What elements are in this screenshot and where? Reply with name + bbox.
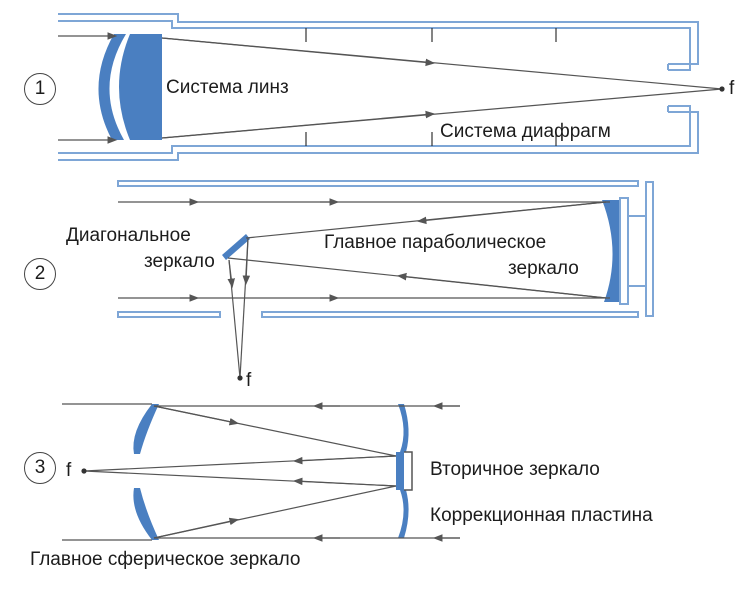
- label-focus-2: f: [246, 370, 252, 391]
- label-primary-parabolic-line1: Главное параболическое: [324, 232, 547, 253]
- corrector-plate-top: [398, 404, 409, 452]
- label-diagonal-mirror-line1: Диагональное: [66, 225, 191, 246]
- diagram-number-3: 3: [24, 452, 56, 484]
- diaphragms: [305, 28, 557, 146]
- label-focus-3: f: [66, 460, 72, 481]
- secondary-mirror: [396, 451, 413, 491]
- refractor-tube: [58, 13, 699, 161]
- newtonian-rays: [118, 198, 610, 379]
- label-primary-spherical: Главное сферическое зеркало: [30, 549, 301, 570]
- refractor-rays: [58, 32, 723, 144]
- label-primary-parabolic-line2: зеркало: [508, 258, 579, 279]
- label-lens-system: Система линз: [166, 77, 289, 98]
- label-secondary-mirror: Вторичное зеркало: [430, 459, 600, 480]
- lens-system: [98, 34, 162, 140]
- label-diaphragm-system: Система диафрагм: [440, 121, 611, 142]
- parabolic-mirror: [602, 181, 654, 317]
- label-focus-1: f: [729, 78, 735, 99]
- label-corrector-plate: Коррекционная пластина: [430, 505, 653, 526]
- schmidt-focus-point: [81, 468, 87, 474]
- newtonian-focus-point: [237, 375, 243, 381]
- newtonian-diagram: [117, 180, 654, 381]
- schmidt-rays: [62, 402, 460, 542]
- refractor-diagram: [58, 13, 725, 161]
- diagram-number-2: 2: [24, 258, 56, 290]
- spherical-mirror-bottom: [133, 488, 159, 540]
- diagram-number-1: 1: [24, 73, 56, 105]
- newtonian-tube: [117, 180, 639, 318]
- schmidt-cassegrain-diagram: [62, 402, 460, 542]
- label-diagonal-mirror-line2: зеркало: [144, 251, 215, 272]
- spherical-mirror-top: [133, 404, 159, 454]
- diagonal-mirror: [222, 234, 250, 260]
- refractor-focus-point: [719, 86, 725, 92]
- corrector-plate-bottom: [398, 490, 409, 538]
